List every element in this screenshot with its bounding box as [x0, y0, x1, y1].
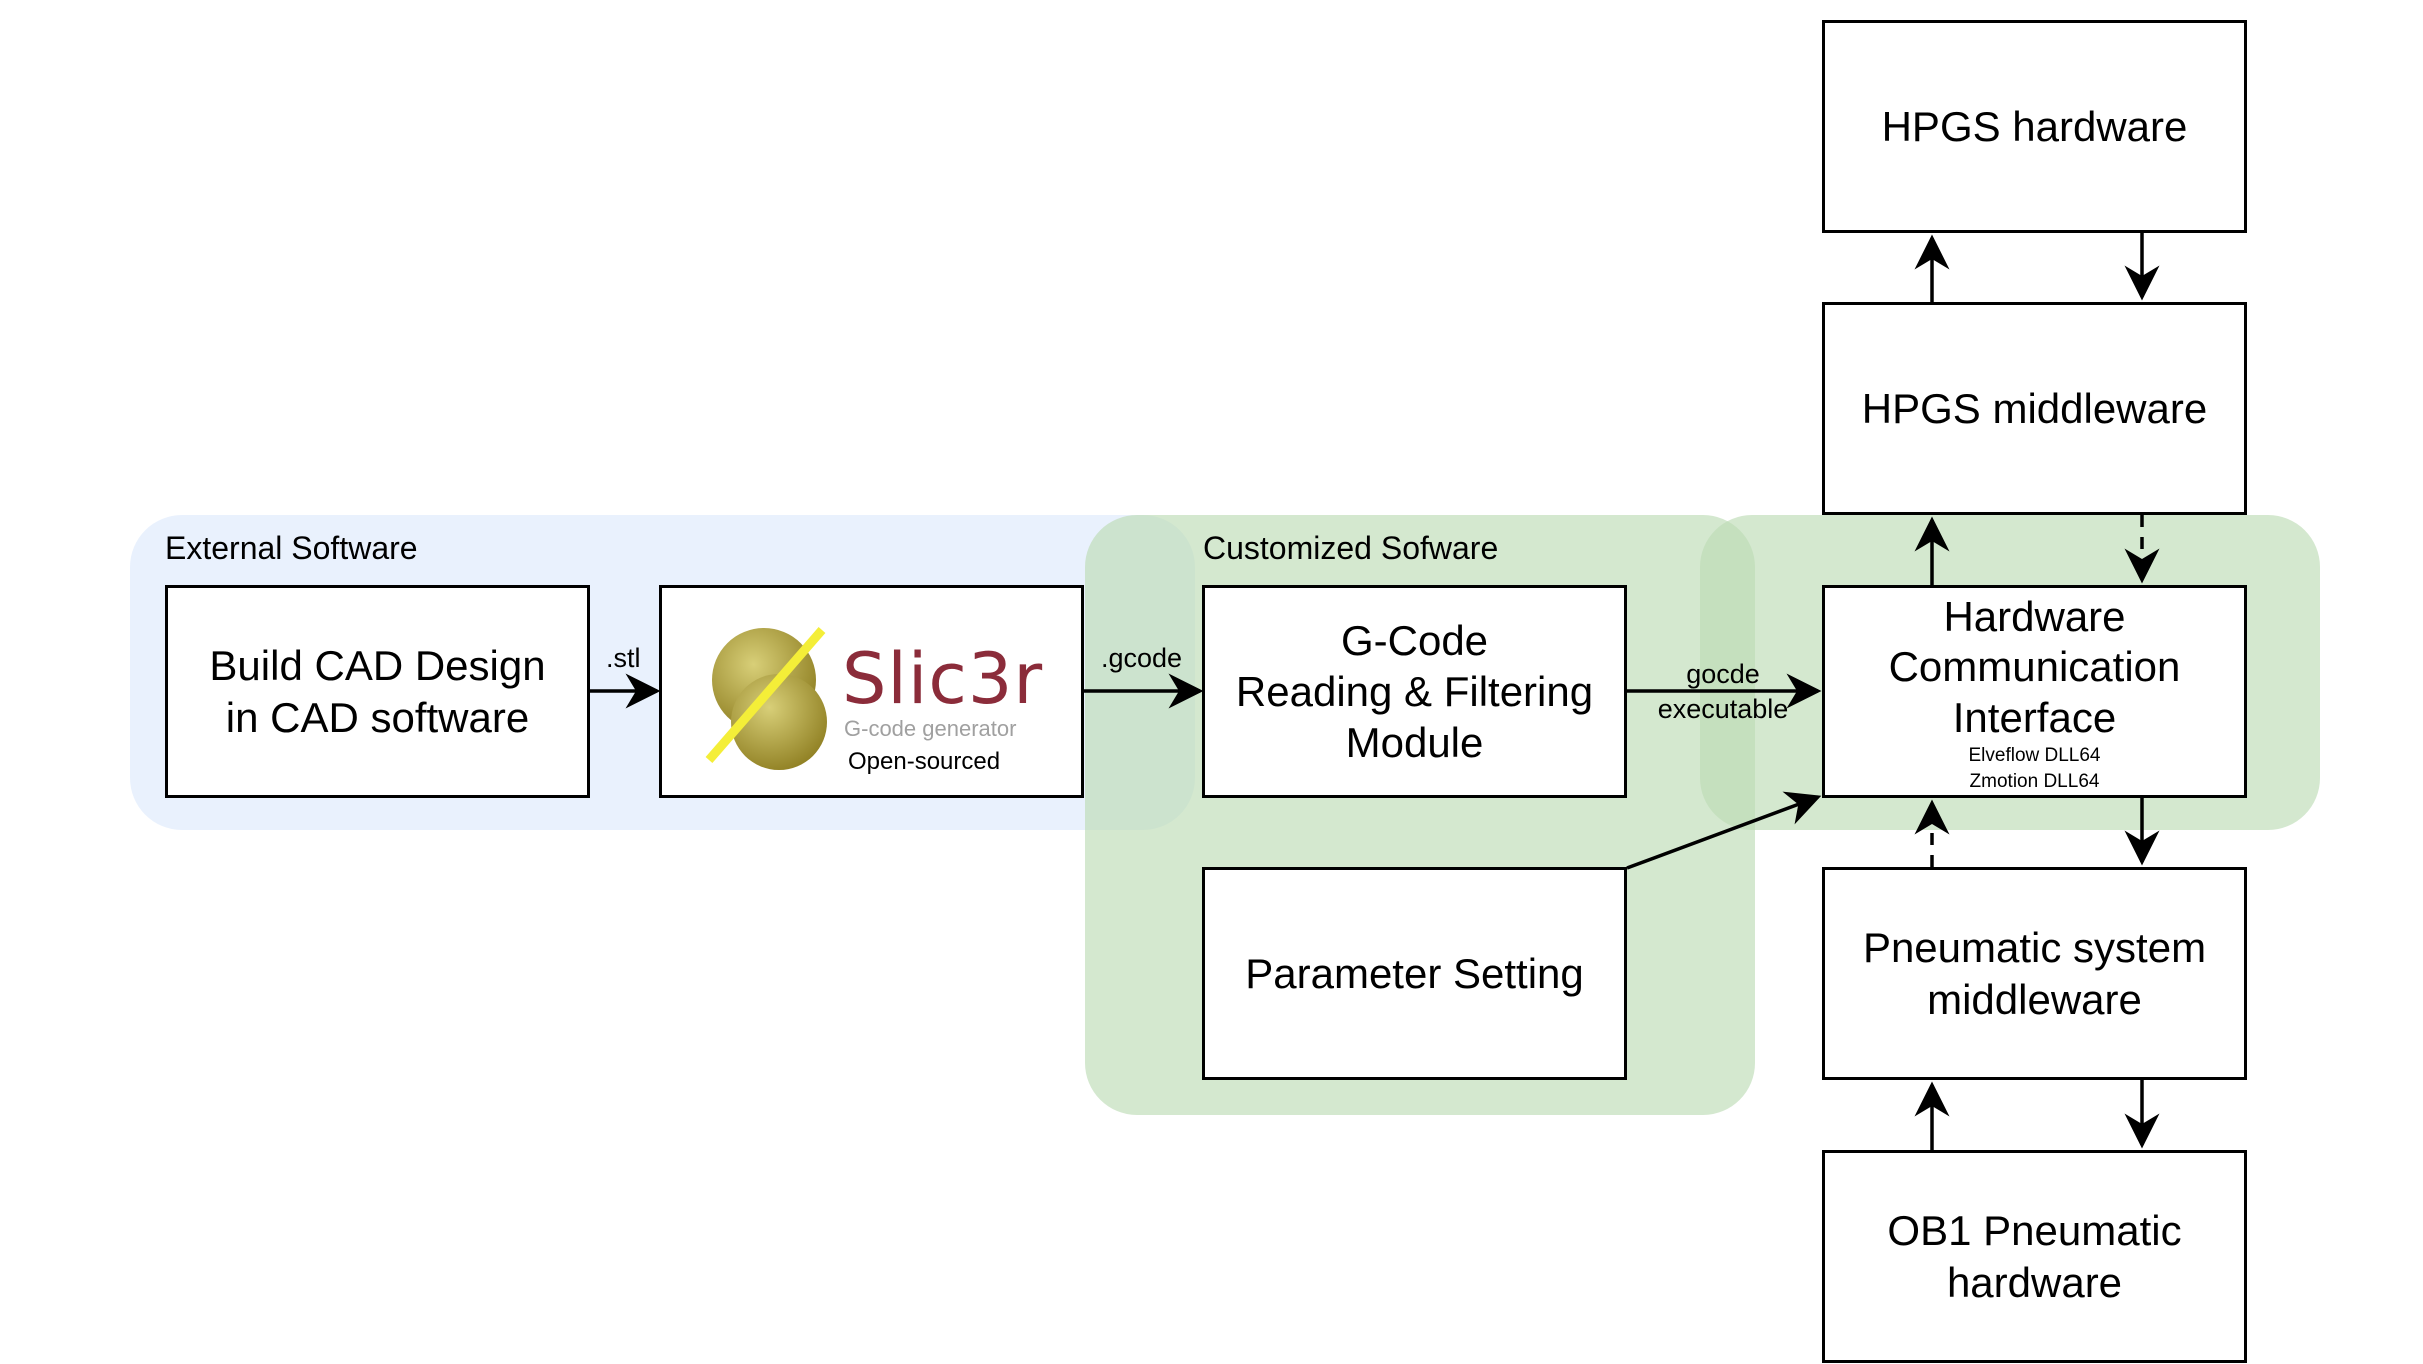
edge-label-gcode: .gcode [1101, 643, 1183, 673]
node-parameter-setting-label: Parameter Setting [1245, 949, 1584, 997]
node-hci-sub-elveflow: Elveflow DLL64 [1968, 745, 2101, 767]
slic3r-logo-subtitle: G-code generator [844, 716, 1017, 741]
node-build-cad-design: Build CAD Design in CAD software [165, 585, 590, 798]
external-software-label: External Software [165, 530, 418, 566]
node-hci-label: Hardware Communication Interface [1888, 593, 2181, 741]
node-hpgs-middleware: HPGS middleware [1822, 302, 2247, 515]
slic3r-logo-text: Slic3r [842, 638, 1044, 720]
node-hpgs-hardware-label: HPGS hardware [1881, 102, 2188, 150]
node-hpgs-middleware-label: HPGS middleware [1861, 384, 2208, 432]
node-ob1-pneumatic-hardware: OB1 Pneumatic hardware [1822, 1150, 2247, 1363]
node-hpgs-hardware: HPGS hardware [1822, 20, 2247, 233]
node-pneumatic-middleware-label: Pneumatic system middleware [1862, 924, 2207, 1023]
node-ob1-label: OB1 Pneumatic hardware [1887, 1207, 2182, 1306]
node-gcode-module-label: G-Code Reading & Filtering Module [1235, 616, 1594, 767]
slic3r-logo-icon [705, 627, 827, 770]
customized-software-label: Customized Sofware [1203, 530, 1499, 566]
node-gcode-module: G-Code Reading & Filtering Module [1202, 585, 1627, 798]
node-pneumatic-middleware: Pneumatic system middleware [1822, 867, 2247, 1080]
node-slic3r: Slic3r G-code generator Open-sourced [659, 585, 1084, 798]
node-hci-sub-zmotion: Zmotion DLL64 [1969, 770, 2100, 792]
slic3r-caption: Open-sourced [848, 748, 1001, 775]
node-hardware-communication-interface: Hardware Communication Interface Elveflo… [1822, 585, 2247, 798]
node-parameter-setting: Parameter Setting [1202, 867, 1627, 1080]
edge-label-stl: .stl [606, 643, 641, 673]
edge-label-gocde-executable: gocde executable [1657, 659, 1789, 725]
node-build-cad-design-label: Build CAD Design in CAD software [209, 642, 546, 741]
edge-param-to-hci [1626, 791, 1822, 870]
